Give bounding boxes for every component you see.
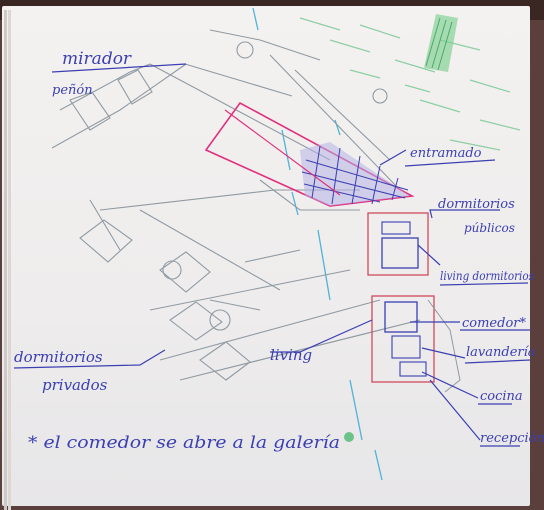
green-pillar [424, 14, 458, 72]
label-mirador: mirador [62, 49, 132, 69]
label-dormitorios-publicos-2: públicos [464, 221, 515, 235]
label-penon: peñón [52, 83, 93, 98]
page-edge [8, 10, 11, 510]
label-cocina: cocina [480, 389, 523, 404]
label-dormitorios-publicos-1: dormitorios [438, 197, 515, 212]
green-dot [344, 432, 354, 442]
cyan-guides [252, 7, 383, 481]
label-lavanderia: lavandería [466, 345, 536, 360]
terrain-hatching [299, 17, 521, 151]
leader-lines [13, 63, 531, 447]
entramado-wedge [204, 101, 415, 207]
notebook-page [2, 6, 530, 506]
plan-blocks [367, 212, 461, 393]
pencil-lines [51, 29, 421, 381]
label-living: living [270, 346, 312, 364]
label-comedor: comedor* [462, 316, 526, 331]
label-recepcion: recepción [480, 431, 544, 446]
page-edge [4, 10, 7, 510]
note-comedor-galeria: * el comedor se abre a la galería [28, 433, 340, 453]
label-entramado: entramado [410, 146, 482, 161]
label-dormitorios-privados-2: privados [42, 376, 108, 394]
label-living-dormitorios: living dormitorios [440, 269, 534, 283]
label-dormitorios-privados-1: dormitorios [14, 348, 103, 366]
